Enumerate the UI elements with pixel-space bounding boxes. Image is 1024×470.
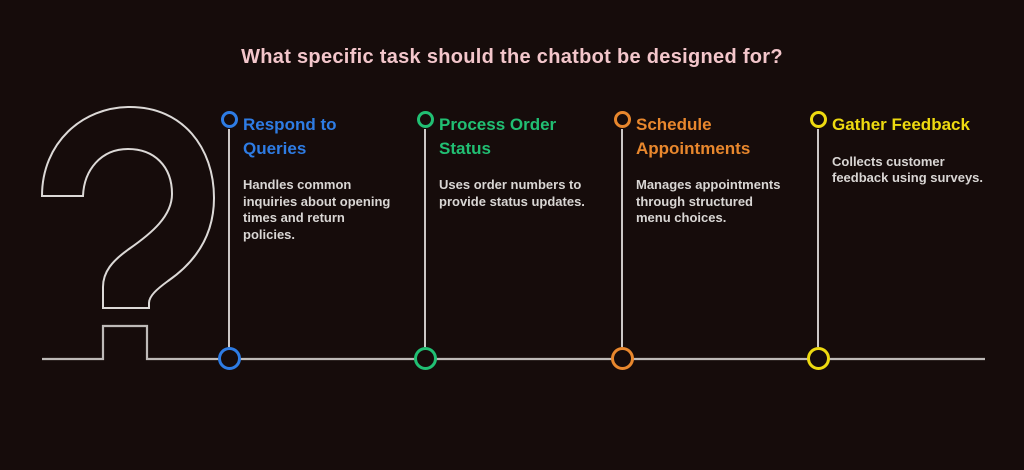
timeline-item-description: Handles common inquiries about opening t…	[243, 177, 391, 242]
timeline-item-title: Process Order Status	[439, 115, 557, 158]
timeline-connector-line	[228, 129, 230, 347]
timeline-item-description: Collects customer feedback using surveys…	[832, 153, 984, 186]
timeline-item-description: Uses order numbers to provide status upd…	[439, 177, 585, 209]
timeline-item-text: Process Order Status Uses order numbers …	[439, 113, 609, 210]
timeline-item-title: Respond to Queries	[243, 115, 337, 158]
timeline-node-top-icon	[220, 111, 238, 128]
timeline-connector-line	[621, 129, 623, 347]
timeline-item-text: Schedule Appointments Manages appointmen…	[636, 113, 806, 227]
page-title: What specific task should the chatbot be…	[241, 46, 783, 68]
timeline-node-top-icon	[809, 111, 827, 128]
timeline-item-title: Schedule Appointments	[636, 115, 751, 158]
timeline-node-top-icon	[613, 111, 631, 128]
timeline-baseline	[42, 324, 985, 361]
timeline-node-bottom-icon	[217, 346, 241, 370]
timeline-node-bottom-icon	[806, 346, 830, 370]
timeline-item-text: Respond to Queries Handles common inquir…	[243, 113, 413, 243]
timeline-item-text: Gather Feedback Collects customer feedba…	[832, 113, 1002, 187]
timeline-item-description: Manages appointments through structured …	[636, 177, 781, 225]
timeline-node-bottom-icon	[413, 346, 437, 370]
timeline-connector-line	[424, 129, 426, 347]
timeline-connector-line	[817, 129, 819, 347]
timeline-node-bottom-icon	[610, 346, 634, 370]
timeline-item-title: Gather Feedback	[832, 115, 970, 134]
timeline-node-top-icon	[416, 111, 434, 128]
question-mark-outline-icon	[40, 105, 216, 309]
